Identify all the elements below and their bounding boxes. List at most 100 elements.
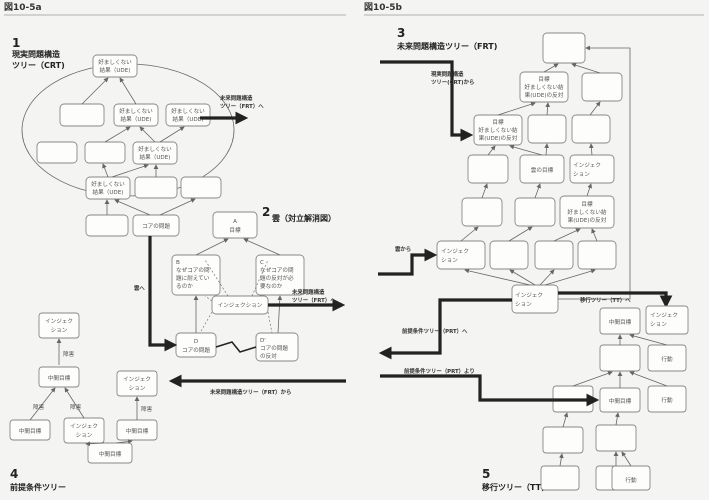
sec1-title-line2: ツリー（CRT) xyxy=(12,60,65,70)
frt-box-r3b xyxy=(527,114,567,144)
svg-text:題の反対が必: 題の反対が必 xyxy=(260,274,294,282)
figure-label-a: 図10-5a xyxy=(4,2,42,13)
svg-text:題に耐えてい: 題に耐えてい xyxy=(176,274,210,282)
svg-text:障害: 障害 xyxy=(33,403,45,411)
svg-text:なぜコアの問: なぜコアの問 xyxy=(260,267,294,274)
tt-box-r2 xyxy=(599,344,641,372)
crt-box-r3a xyxy=(36,141,78,164)
crt-loop-ellipse xyxy=(21,63,235,197)
sec1-title-line1: 現実問題構造 xyxy=(12,49,60,59)
svg-text:なぜコアの問: なぜコアの問 xyxy=(176,267,210,274)
arrow-label-to-prt: 前提条件ツリー（PRT）へ xyxy=(402,327,468,335)
svg-text:B: B xyxy=(176,260,180,266)
frt-box-r3c xyxy=(571,114,611,144)
svg-text:好ましくない: 好ましくない xyxy=(119,107,153,115)
prt-section: 4 前提条件ツリー インジェク ション 障害 中間目標 インジェク ション 中間… xyxy=(9,312,346,492)
svg-text:結果（UDE): 結果（UDE) xyxy=(100,66,131,74)
arrow-label-to-tt: 移行ツリー（TT）へ xyxy=(580,296,631,304)
svg-text:行動: 行動 xyxy=(625,476,637,484)
svg-text:の反対: の反対 xyxy=(260,352,277,360)
svg-text:ション: ション xyxy=(515,302,532,308)
arrow-label-from-crt-1: 現実問題構造 xyxy=(431,70,464,78)
svg-text:目標: 目標 xyxy=(581,200,593,208)
svg-text:インジェク: インジェク xyxy=(650,312,678,319)
svg-text:D: D xyxy=(194,339,198,345)
sec5-number: 5 xyxy=(482,467,490,481)
crt-core-problem-box xyxy=(132,214,180,237)
tt-injection-box-top xyxy=(645,305,689,335)
cloud-box-a xyxy=(212,211,258,239)
svg-text:インジェク: インジェク xyxy=(45,318,73,325)
svg-text:行動: 行動 xyxy=(661,396,673,404)
svg-text:障害: 障害 xyxy=(141,405,153,413)
crt-box-r3b xyxy=(84,141,126,164)
sec3-number: 3 xyxy=(397,26,405,40)
svg-text:好ましくない: 好ましくない xyxy=(98,58,132,66)
figure-label-b: 図10-5b xyxy=(364,2,403,13)
svg-text:C: C xyxy=(260,260,264,266)
tt-box-r4a xyxy=(542,426,584,454)
svg-text:中間目標: 中間目標 xyxy=(609,397,632,405)
frt-box-r6c xyxy=(534,240,574,270)
sec1-number: 1 xyxy=(12,36,20,50)
svg-text:インジェク: インジェク xyxy=(441,248,469,255)
svg-text:好ましくない結: 好ましくない結 xyxy=(524,83,564,91)
arrow-label-crt-to-frt-2: ツリー（FRT）へ xyxy=(220,102,264,110)
svg-text:好ましくない結: 好ましくない結 xyxy=(567,208,607,216)
sec5-title: 移行ツリー（TT) xyxy=(482,482,545,492)
svg-text:コアの問題: コアの問題 xyxy=(182,347,210,354)
prt-midgoal-box-1 xyxy=(38,366,80,388)
svg-text:インジェクション: インジェクション xyxy=(218,302,263,309)
arrow-label-cloud-to-frt-1: 未来問題構造 xyxy=(292,288,325,296)
svg-text:結果（UDE): 結果（UDE) xyxy=(140,153,171,161)
sec4-title: 前提条件ツリー xyxy=(10,482,66,492)
svg-text:障害: 障害 xyxy=(63,350,75,358)
svg-text:中間目標: 中間目標 xyxy=(126,427,149,435)
svg-text:目標: 目標 xyxy=(229,226,241,234)
arrow-label-from-frt: 未来問題構造ツリー（FRT）から xyxy=(210,388,291,396)
svg-text:結果（UDE): 結果（UDE) xyxy=(173,115,204,123)
crt-section: 1 現実問題構造 ツリー（CRT) 好ましくない 結果（UDE) 好ましくない … xyxy=(12,36,264,237)
arrow-label-to-cloud: 雲へ xyxy=(134,284,145,292)
crt-box-r5a xyxy=(85,214,129,237)
tt-section: 5 移行ツリー（TT) 中間目標 インジェク ション 行動 中間目標 行動 行動 xyxy=(380,305,689,492)
frt-box-r5a xyxy=(461,197,503,227)
svg-text:中間目標: 中間目標 xyxy=(99,450,122,458)
frt-injection-box-r6 xyxy=(436,240,486,270)
svg-text:ション: ション xyxy=(573,172,590,178)
crt-ude-box-right xyxy=(165,103,211,127)
arrow-label-from-crt-2: ツリー(CRT)から xyxy=(431,79,474,86)
svg-text:果(UDE)の反対: 果(UDE)の反対 xyxy=(568,216,607,224)
arrow-label-crt-to-frt-1: 未来問題構造 xyxy=(220,94,253,102)
svg-text:果(UDE)の反対: 果(UDE)の反対 xyxy=(479,134,518,142)
frt-top-box xyxy=(542,32,586,64)
crt-ude-box-top xyxy=(92,54,138,78)
sec3-title: 未来問題構造ツリー（FRT) xyxy=(396,41,497,51)
svg-text:ション: ション xyxy=(76,433,93,439)
sec4-number: 4 xyxy=(10,467,18,481)
svg-text:障害: 障害 xyxy=(70,403,82,411)
sec2-title: 雲（対立解消図） xyxy=(272,213,336,223)
svg-text:ション: ション xyxy=(650,322,667,328)
frt-box-r6b xyxy=(489,240,529,270)
frt-box-r5b xyxy=(514,197,556,227)
svg-text:中間目標: 中間目標 xyxy=(19,427,42,435)
svg-text:目標: 目標 xyxy=(538,75,550,83)
svg-text:雲の目標: 雲の目標 xyxy=(531,166,554,174)
prt-injection-box-top xyxy=(38,312,80,339)
svg-text:るのか: るのか xyxy=(176,283,193,290)
arrow-label-from-prt: 前提条件ツリー（PRT）より xyxy=(404,367,475,375)
svg-text:インジェク: インジェク xyxy=(123,376,151,383)
svg-text:行動: 行動 xyxy=(661,355,673,363)
frt-injection-box-r4 xyxy=(569,154,615,184)
frt-injection-box-bottom xyxy=(511,284,559,314)
svg-text:要なのか: 要なのか xyxy=(260,283,283,290)
prt-midgoal-box-bottom xyxy=(87,442,133,464)
crt-box-r4b xyxy=(134,176,178,199)
svg-text:ション: ション xyxy=(441,258,458,264)
svg-text:結果（UDE): 結果（UDE) xyxy=(93,188,124,196)
tt-midgoal-box-top xyxy=(599,307,641,335)
arrow-label-cloud-to-frt-2: ツリー（FRT）へ xyxy=(292,296,336,304)
svg-text:好ましくない: 好ましくない xyxy=(91,180,125,188)
svg-text:インジェク: インジェク xyxy=(515,292,543,299)
